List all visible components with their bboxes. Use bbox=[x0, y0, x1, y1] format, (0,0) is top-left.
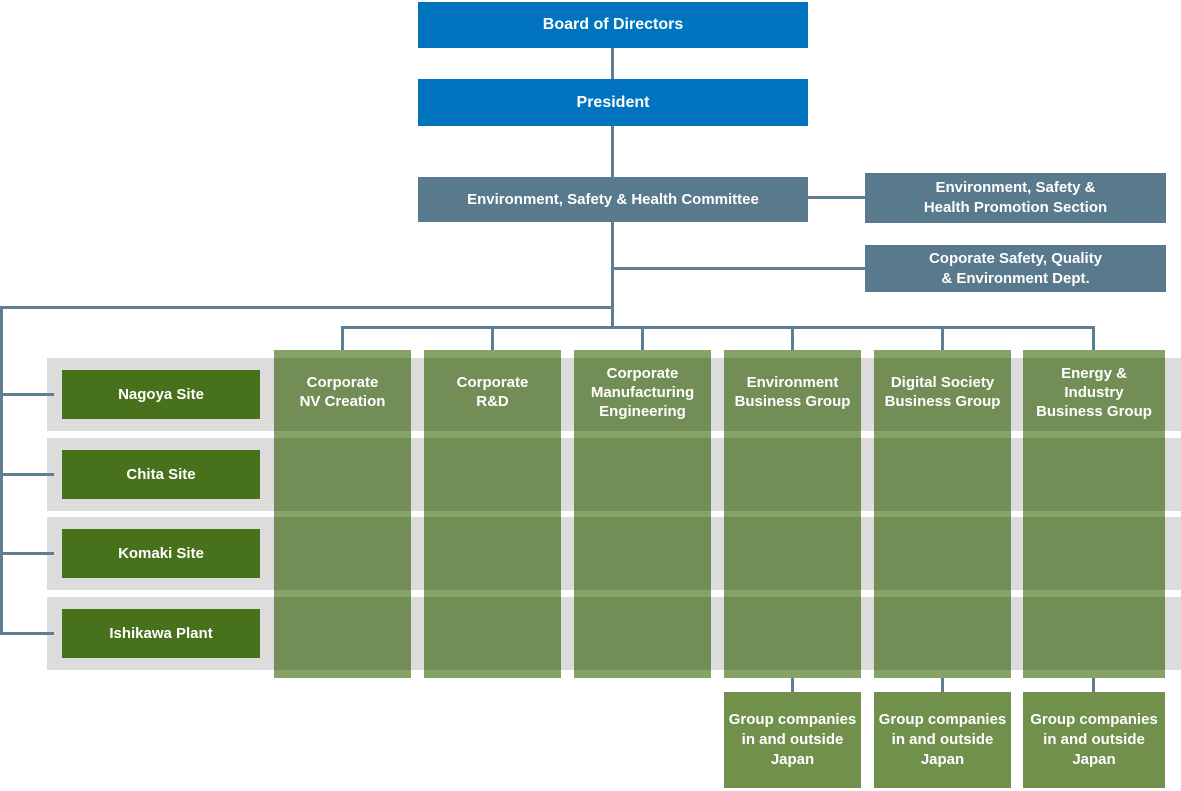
division-header-corporate-manufacturing-engineering: Corporate Manufacturing Engineering bbox=[590, 364, 695, 420]
connector-division-drop bbox=[341, 326, 344, 350]
connector-group-stub bbox=[1092, 678, 1095, 693]
group-companies-box: Group companies in and outside Japan bbox=[724, 692, 861, 788]
division-column bbox=[574, 350, 711, 678]
site-box-chita: Chita Site bbox=[62, 450, 260, 499]
site-box-ishikawa: Ishikawa Plant bbox=[62, 609, 260, 658]
connector-left-vertical bbox=[0, 306, 3, 635]
site-box-komaki: Komaki Site bbox=[62, 529, 260, 578]
connector-committee-promotion bbox=[808, 196, 865, 199]
connector-site-stub bbox=[0, 552, 54, 555]
division-column bbox=[724, 350, 861, 678]
safety-quality-environment-dept-box: Coporate Safety, Quality & Environment D… bbox=[865, 245, 1166, 292]
site-box-nagoya: Nagoya Site bbox=[62, 370, 260, 419]
group-companies-box: Group companies in and outside Japan bbox=[874, 692, 1011, 788]
division-column bbox=[874, 350, 1011, 678]
connector-site-stub bbox=[0, 393, 54, 396]
connector-division-drop bbox=[491, 326, 494, 350]
president-box: President bbox=[418, 79, 808, 126]
division-header-digital-society-business-group: Digital Society Business Group bbox=[884, 374, 1001, 410]
group-companies-box: Group companies in and outside Japan bbox=[1023, 692, 1165, 788]
division-header-corporate-rd: Corporate R&D bbox=[456, 374, 529, 410]
connector-board-president bbox=[611, 48, 614, 79]
esh-promotion-section-box: Environment, Safety & Health Promotion S… bbox=[865, 173, 1166, 223]
division-column bbox=[424, 350, 561, 678]
connector-president-committee bbox=[611, 126, 614, 177]
connector-division-bus bbox=[341, 326, 1095, 329]
connector-left-horizontal bbox=[0, 306, 614, 309]
division-header-energy-industry-business-group: Energy & Industry Business Group bbox=[1036, 364, 1152, 420]
connector-division-drop bbox=[641, 326, 644, 350]
connector-division-drop bbox=[1092, 326, 1095, 350]
connector-committee-down bbox=[611, 222, 614, 329]
connector-division-drop bbox=[941, 326, 944, 350]
connector-site-stub bbox=[0, 632, 54, 635]
division-header-corporate-nv-creation: Corporate NV Creation bbox=[299, 374, 386, 410]
division-column bbox=[1023, 350, 1165, 678]
division-header-environment-business-group: Environment Business Group bbox=[734, 374, 851, 410]
connector-committee-dept bbox=[613, 267, 865, 270]
connector-group-stub bbox=[941, 678, 944, 693]
board-of-directors-box: Board of Directors bbox=[418, 2, 808, 48]
connector-division-drop bbox=[791, 326, 794, 350]
esh-committee-box: Environment, Safety & Health Committee bbox=[418, 177, 808, 222]
connector-group-stub bbox=[791, 678, 794, 693]
connector-site-stub bbox=[0, 473, 54, 476]
division-column bbox=[274, 350, 411, 678]
